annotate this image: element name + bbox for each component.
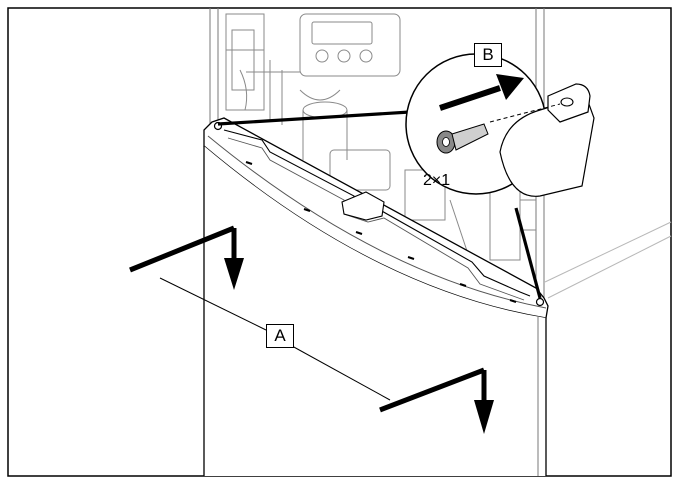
front-panel xyxy=(203,146,547,476)
screw-icon xyxy=(436,123,489,154)
top-cover xyxy=(203,117,549,319)
room-perspective-lines xyxy=(544,221,672,299)
magnified-detail xyxy=(405,53,595,197)
internal-components xyxy=(225,13,536,261)
callout-label-b: B xyxy=(474,43,502,67)
right-mount-arrow xyxy=(379,367,494,434)
left-mount-arrow xyxy=(129,225,244,290)
right-screw-point xyxy=(535,297,545,307)
screw-quantity-label: 2×1 xyxy=(423,172,451,189)
insert-direction-arrow xyxy=(439,74,524,111)
label-a-leaders xyxy=(159,277,391,401)
callout-label-a: A xyxy=(266,324,294,348)
detail-callout-leaders xyxy=(217,110,542,299)
